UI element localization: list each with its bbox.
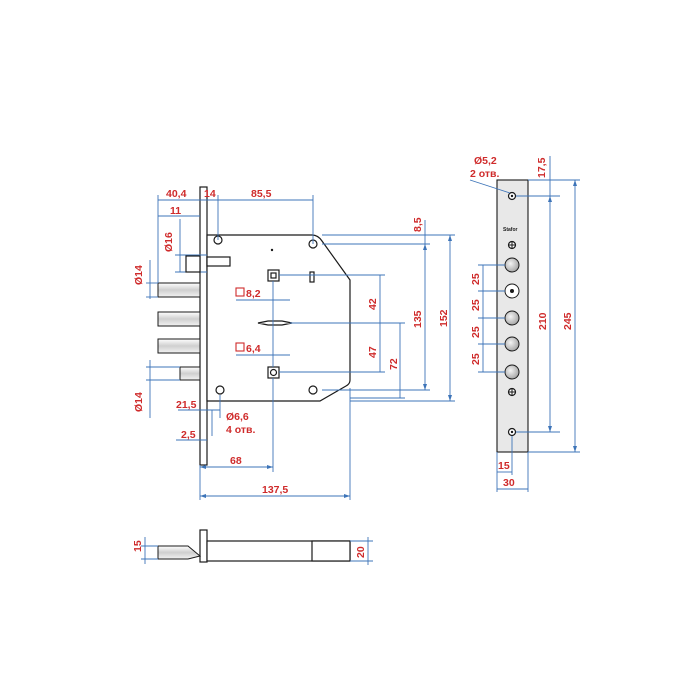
cylinder-projection bbox=[185, 255, 201, 273]
dim-15-strike: 15 bbox=[498, 460, 510, 472]
dim-square-6-4: 6,4 bbox=[246, 343, 261, 355]
dim-4-holes: 4 отв. bbox=[226, 424, 256, 436]
dim-pitch-4: 25 bbox=[470, 353, 482, 365]
dim-72: 72 bbox=[388, 358, 400, 370]
dim-pitch-2: 25 bbox=[470, 299, 482, 311]
dim-dia-14-top: Ø14 bbox=[133, 265, 145, 285]
front-view bbox=[157, 186, 351, 466]
dim-68: 68 bbox=[230, 455, 242, 467]
dim-dia-14-bottom: Ø14 bbox=[133, 392, 145, 412]
dim-8-5: 8,5 bbox=[412, 217, 424, 232]
dim-pitch-3: 25 bbox=[470, 326, 482, 338]
dim-21-5: 21,5 bbox=[176, 399, 197, 411]
dim-210: 210 bbox=[537, 312, 549, 330]
dim-47: 47 bbox=[367, 346, 379, 358]
dim-137-5: 137,5 bbox=[262, 484, 288, 496]
auxiliary-latch bbox=[206, 256, 231, 267]
dim-square-8-2: 8,2 bbox=[246, 288, 261, 300]
spindle-square-upper-inner bbox=[270, 272, 277, 279]
dim-17-5: 17,5 bbox=[536, 157, 548, 178]
side-view: 15 20 bbox=[132, 529, 373, 565]
dim-dia-5-2: Ø5,2 bbox=[474, 155, 497, 167]
dim-40-4: 40,4 bbox=[166, 188, 187, 200]
front-dimensions: 40,4 14 85,5 11 Ø16 Ø14 Ø14 21,5 Ø6,6 bbox=[133, 188, 455, 500]
strike-bolt-hole-3 bbox=[504, 310, 520, 326]
side-faceplate bbox=[199, 529, 208, 563]
dim-11: 11 bbox=[170, 205, 181, 217]
dim-152: 152 bbox=[438, 309, 450, 327]
strike-bolt-hole-4 bbox=[504, 336, 520, 352]
dim-135: 135 bbox=[412, 310, 424, 328]
side-bolt bbox=[157, 545, 202, 560]
dim-42: 42 bbox=[367, 298, 379, 310]
center-mark bbox=[270, 248, 274, 252]
fixing-hole-bottom-left bbox=[215, 385, 225, 395]
dim-dia-16: Ø16 bbox=[163, 232, 175, 252]
fixing-hole-bottom-right bbox=[308, 385, 318, 395]
dim-2-holes: 2 отв. bbox=[470, 168, 500, 180]
dim-side-15: 15 bbox=[132, 540, 144, 552]
dim-14: 14 bbox=[204, 188, 216, 200]
dim-side-20: 20 bbox=[355, 546, 367, 558]
dim-30: 30 bbox=[503, 477, 515, 489]
dim-245: 245 bbox=[562, 312, 574, 330]
strike-dimensions: Ø5,2 2 отв. 17,5 210 245 25 25 25 25 bbox=[469, 155, 580, 492]
strike-bolt-hole-1 bbox=[504, 257, 520, 273]
spindle-square-lower-inner bbox=[269, 368, 278, 377]
latch-bolt bbox=[179, 366, 201, 381]
dim-dia-6-6: Ø6,6 bbox=[226, 411, 249, 423]
dim-pitch-1: 25 bbox=[470, 273, 482, 285]
bolt-1 bbox=[157, 282, 201, 298]
key-slot bbox=[257, 320, 293, 326]
dim-85-5: 85,5 bbox=[251, 188, 272, 200]
dim-2-5: 2,5 bbox=[181, 429, 196, 441]
brand-logo: Stafor bbox=[503, 227, 518, 233]
strike-plate: Stafor bbox=[496, 179, 529, 453]
side-case-end bbox=[311, 540, 351, 562]
faceplate bbox=[199, 186, 208, 466]
slot-mark bbox=[309, 271, 315, 283]
bolt-3 bbox=[157, 338, 201, 354]
bolt-2 bbox=[157, 311, 201, 327]
strike-bolt-hole-5 bbox=[504, 364, 520, 380]
